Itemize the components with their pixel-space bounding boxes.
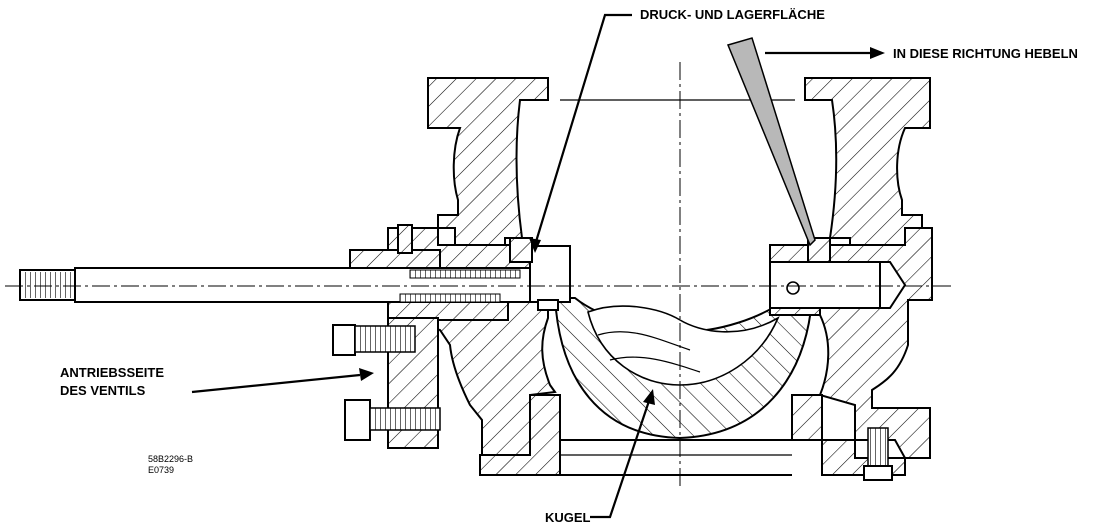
leader-drive-side	[191, 368, 374, 394]
pry-tool	[726, 37, 816, 247]
packing	[349, 237, 831, 321]
ball	[553, 297, 814, 440]
leader-pry-direction	[765, 47, 885, 59]
label-pressure-bearing-surface: DRUCK- UND LAGERFLÄCHE	[640, 7, 825, 22]
drawing-code: E0739	[148, 465, 174, 475]
label-drive-side-line2: DES VENTILS	[60, 383, 146, 398]
bottom-screw	[863, 427, 893, 481]
follower-shaft	[769, 244, 907, 316]
leader-ball	[590, 389, 655, 519]
label-pry-direction: IN DIESE RICHTUNG HEBELN	[893, 46, 1078, 61]
gland-bolts	[332, 224, 441, 449]
leader-pressure-surface	[529, 13, 632, 253]
drawing-number: 58B2296-B	[148, 454, 193, 464]
label-ball: KUGEL	[545, 510, 591, 525]
label-drive-side-line1: ANTRIEBSSEITE	[60, 365, 164, 380]
